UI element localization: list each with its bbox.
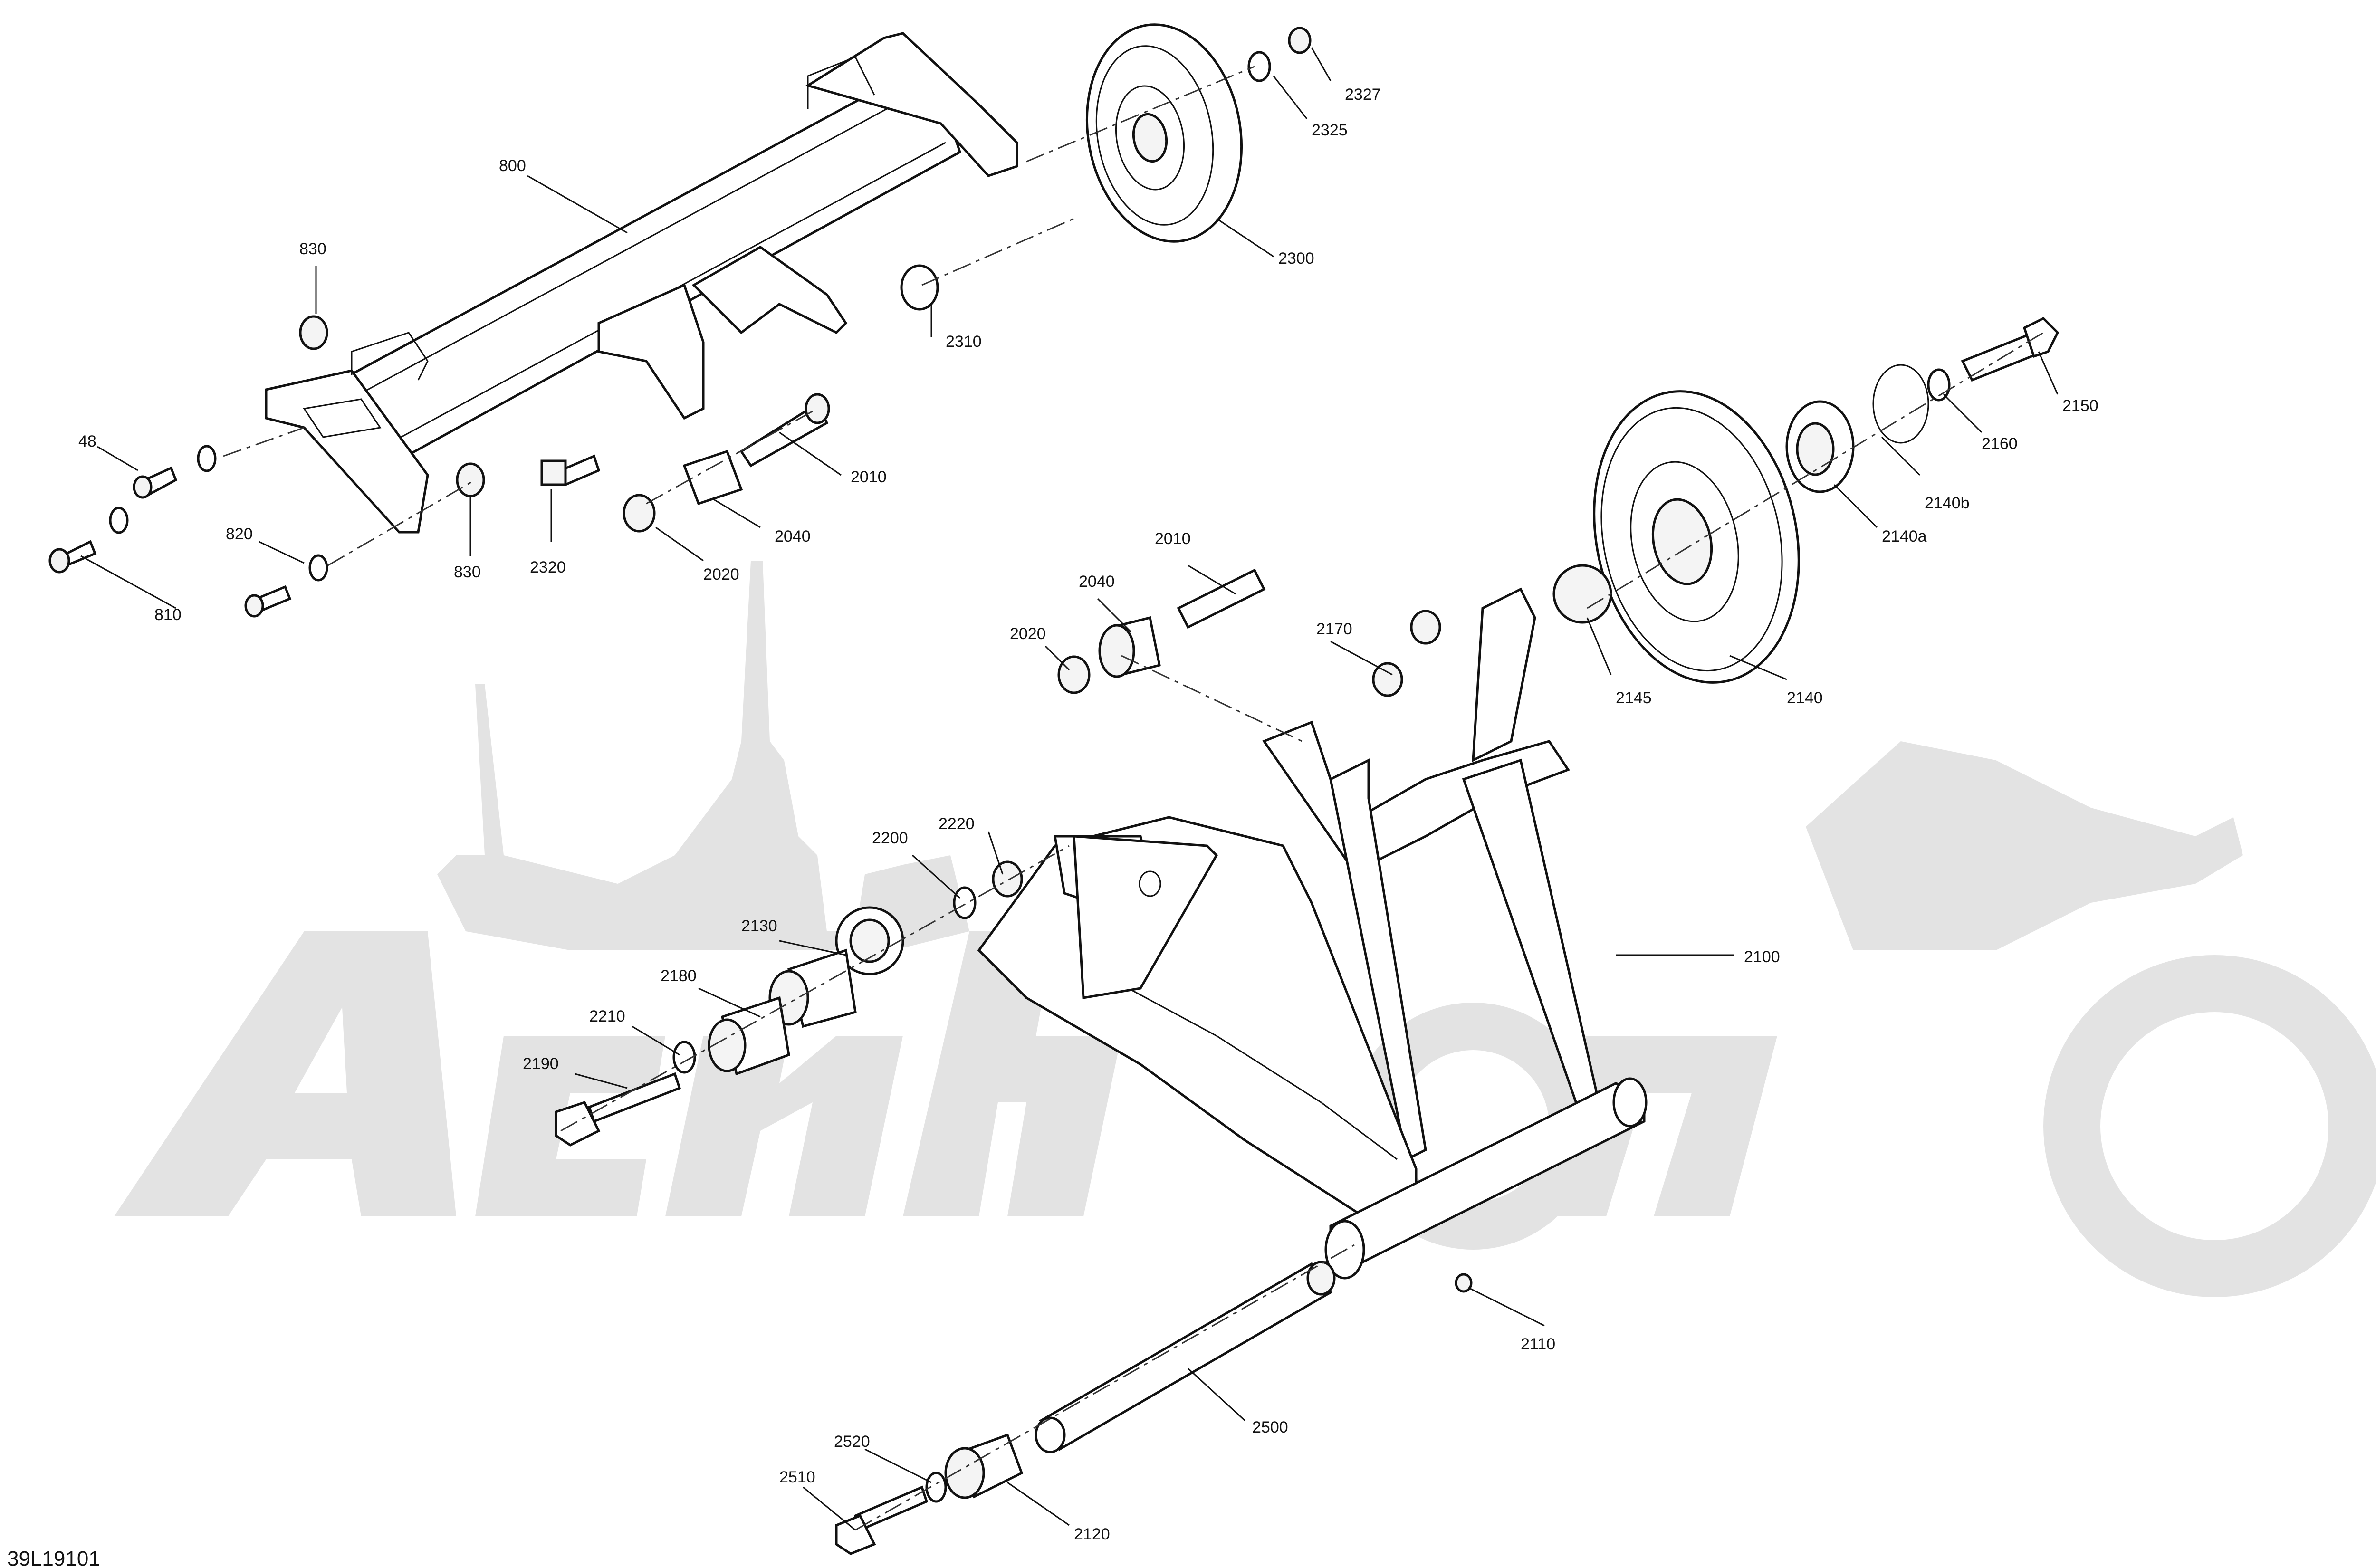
callout-2150: 2150	[2062, 397, 2098, 415]
callout-2140: 2140	[1787, 689, 1823, 707]
callout-2020: 2020	[703, 565, 739, 583]
callout-leaders	[80, 47, 2059, 1531]
callout-830: 830	[454, 563, 481, 581]
callout-2130: 2130	[741, 917, 777, 935]
callout-2140b: 2140b	[1925, 494, 1970, 512]
callout-2160: 2160	[1982, 435, 2018, 453]
callout-2320: 2320	[530, 558, 566, 576]
callout-48: 48	[78, 432, 96, 450]
callout-2140a: 2140a	[1882, 527, 1927, 545]
callout-2010: 2010	[851, 468, 887, 486]
callout-2110: 2110	[1521, 1335, 1555, 1353]
callout-800: 800	[499, 157, 526, 175]
callout-820: 820	[226, 525, 253, 543]
callout-2510: 2510	[779, 1468, 815, 1486]
callout-2120: 2120	[1074, 1525, 1110, 1543]
rear-arm-2100	[977, 587, 1648, 1280]
callout-2190: 2190	[523, 1055, 559, 1073]
idler-wheel-2140	[1552, 316, 2060, 684]
front-arm-800	[265, 32, 1018, 534]
callout-2040: 2040	[1079, 573, 1115, 591]
callout-2180: 2180	[661, 967, 697, 985]
callout-2520: 2520	[834, 1433, 870, 1451]
callout-labels: 800 830 48 820 830 810 2320 2020 2040 20…	[78, 86, 2098, 1543]
idler-wheel-2300	[1085, 23, 1243, 243]
callout-2170: 2170	[1316, 620, 1352, 638]
axle-2500	[560, 655, 1355, 1555]
callout-2200: 2200	[872, 829, 908, 847]
callout-2020: 2020	[1010, 625, 1046, 643]
callout-810: 810	[154, 606, 182, 624]
callout-2220: 2220	[939, 815, 975, 833]
rear-arm-small-parts	[555, 568, 1473, 1293]
callout-2500: 2500	[1252, 1418, 1288, 1436]
callout-2327: 2327	[1345, 86, 1381, 104]
callout-2100: 2100	[1744, 948, 1780, 966]
callout-830: 830	[299, 240, 326, 258]
assembly-lines-upper	[223, 66, 1255, 566]
callout-2040: 2040	[775, 527, 811, 545]
diagram-reference-id: 39L19101	[7, 1547, 100, 1568]
callout-2310: 2310	[946, 333, 982, 351]
callout-2300: 2300	[1278, 249, 1314, 268]
callout-2010: 2010	[1155, 530, 1191, 548]
callout-2325: 2325	[1312, 121, 1348, 139]
callout-2210: 2210	[589, 1007, 625, 1025]
callout-2145: 2145	[1616, 689, 1652, 707]
